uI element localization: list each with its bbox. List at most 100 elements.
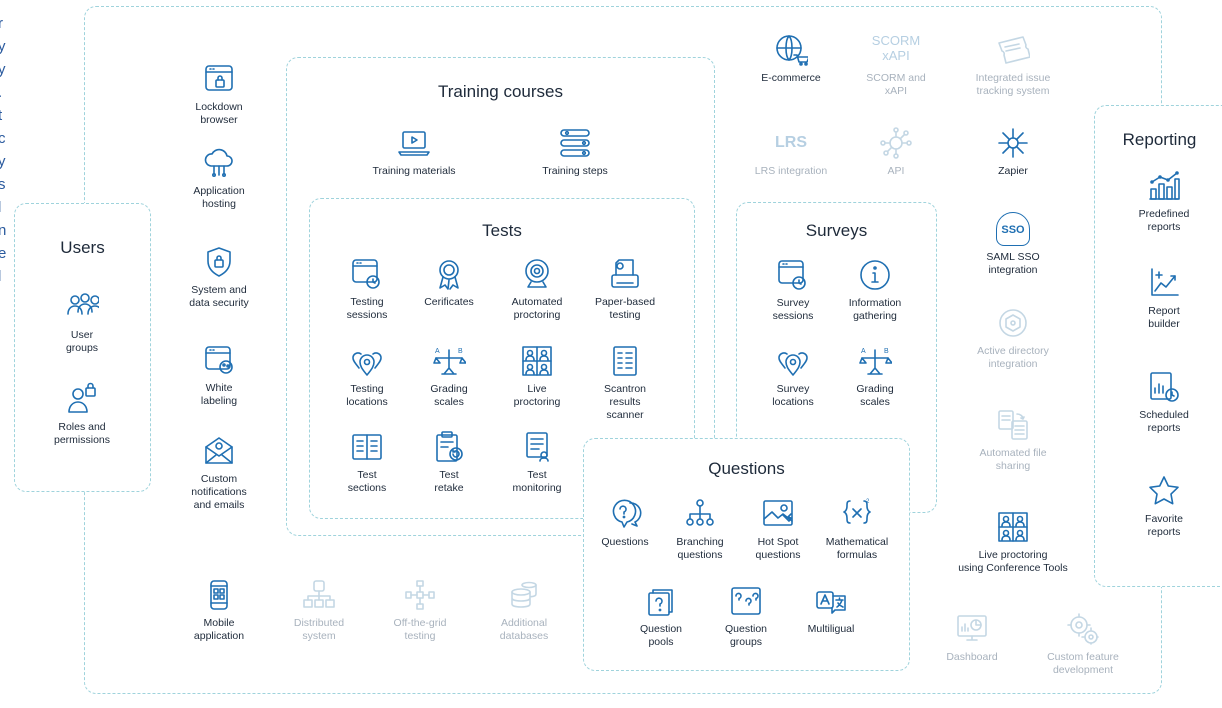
tests-item-label: Test monitoring (512, 469, 562, 494)
questions-panel: Questions (583, 438, 910, 671)
surveys-title: Surveys (805, 221, 868, 240)
questions-item-label: Questions (601, 536, 649, 548)
integrations-item-label: SCORM and xAPI (866, 72, 926, 97)
tests-item: Scantron results scanner (570, 344, 680, 422)
integrations-item-label: Zapier (998, 165, 1028, 177)
surveys-item: A B Grading scales (820, 344, 930, 409)
surveys-item-label: Information gathering (848, 297, 902, 322)
bottom-item-label: Distributed system (293, 617, 345, 642)
training-item-label: Training steps (542, 165, 608, 177)
platform-item-label: System and data security (189, 284, 249, 309)
bottom-item-label: Off-the-grid testing (393, 617, 447, 642)
chart-builder-icon (1151, 268, 1179, 296)
edge-glyph: y (0, 38, 6, 55)
integrations-item: Integrated issue tracking system (958, 33, 1068, 98)
network-icon (405, 580, 435, 610)
training-item-label: Training materials (372, 165, 456, 177)
questions-item: Question groups (691, 584, 801, 649)
scorm-text-icon: SCORM xAPI (871, 33, 921, 63)
questions-item: Multiligual (776, 584, 886, 636)
surveys-item: Survey locations (738, 344, 848, 409)
surveys-item-label: Survey locations (772, 383, 814, 408)
platform-item: System and data security (164, 245, 274, 310)
hotspot-image-icon (763, 500, 793, 526)
questions-item-label: Mathematical formulas (825, 536, 889, 561)
integrations-item-label: Active directory integration (977, 345, 1049, 370)
tests-item: Test sections (312, 430, 422, 495)
bottom-item-label: Additional databases (499, 617, 549, 642)
tests-item: Test retake (394, 430, 504, 495)
svg-text:B: B (884, 348, 889, 355)
tests-item-label: Paper-based testing (594, 296, 656, 321)
reporting-item: Report builder (1109, 266, 1219, 331)
zapier-icon (998, 128, 1028, 158)
retake-icon (436, 431, 463, 462)
bar-chart-icon (1149, 171, 1180, 200)
integrations-item: E-commerce (736, 33, 846, 85)
envelope-icon (205, 437, 233, 464)
surveys-item: Survey sessions (738, 258, 848, 323)
reporting-item-label: Report builder (1148, 305, 1180, 330)
cropped-edge-text: ryy.tcyslnel (0, 0, 12, 708)
user-lock-icon (68, 382, 96, 413)
integrations-item: Dashboard (917, 612, 1027, 664)
questions-item: Questions (570, 497, 680, 549)
users-item-label: User groups (65, 329, 99, 354)
questions-item-label: Hot Spot questions (755, 536, 801, 561)
integrations-item-label: LRS integration (754, 165, 828, 177)
bottom-item: Additional databases (469, 578, 579, 643)
monitoring-icon (526, 432, 549, 462)
integrations-item: SCORM xAPI SCORM and xAPI (841, 33, 951, 98)
edge-glyph: c (0, 130, 6, 147)
integrations-item-label: Custom feature development (1047, 651, 1119, 676)
svg-text:A: A (435, 348, 440, 355)
tests-item-label: Scantron results scanner (603, 383, 647, 421)
platform-item-label: Lockdown browser (195, 101, 243, 126)
svg-text:A: A (861, 348, 866, 355)
edge-glyph: y (0, 153, 6, 170)
cloud-hosting-icon (204, 148, 233, 177)
tests-item: Paper-based testing (570, 257, 680, 322)
steps-icon (560, 129, 590, 157)
tests-item-label: Live proctoring (513, 383, 561, 408)
bottom-item: Off-the-grid testing (365, 578, 475, 643)
tests-item-label: Test sections (347, 469, 387, 494)
surveys-item-label: Survey sessions (772, 297, 814, 322)
api-icon (880, 127, 912, 159)
tests-item-label: Testing locations (346, 383, 388, 408)
user-groups-icon (67, 293, 99, 315)
database-icon (511, 581, 537, 608)
timer-browser-icon (352, 259, 380, 289)
reporting-item: Favorite reports (1109, 474, 1219, 539)
pins-icon (352, 352, 382, 376)
video-grid-icon (522, 346, 552, 376)
tests-item-label: Grading scales (430, 383, 468, 408)
platform-item-label: Application hosting (193, 185, 245, 210)
integrations-item-label: Integrated issue tracking system (975, 72, 1051, 97)
integrations-item: API (841, 126, 951, 178)
laptop-play-icon (398, 131, 430, 156)
webcam-icon (525, 259, 549, 288)
paint-browser-icon (205, 346, 233, 374)
users-panel: Users (14, 203, 151, 492)
bottom-item-label: Mobile application (193, 617, 245, 642)
edge-glyph: l (0, 265, 12, 288)
integrations-item-label: Dashboard (946, 651, 998, 663)
platform-item-label: Custom notifications and emails (191, 473, 247, 511)
svg-text:B: B (458, 348, 463, 355)
bottom-item: Mobile application (164, 578, 274, 643)
surveys-item-label: Grading scales (856, 383, 894, 408)
dashboard-icon (957, 615, 987, 641)
reporting-item-label: Favorite reports (1145, 513, 1183, 538)
questions-item-label: Branching questions (676, 536, 724, 561)
tests-item-label: Automated proctoring (511, 296, 563, 321)
edge-glyph: e (0, 245, 7, 262)
tests-title: Tests (482, 221, 522, 240)
integrations-item-label: SAML SSO integration (986, 251, 1040, 276)
tests-item-label: Cerificates (424, 296, 474, 308)
reporting-item: Predefined reports (1109, 169, 1219, 234)
edge-glyph: n (0, 222, 7, 239)
